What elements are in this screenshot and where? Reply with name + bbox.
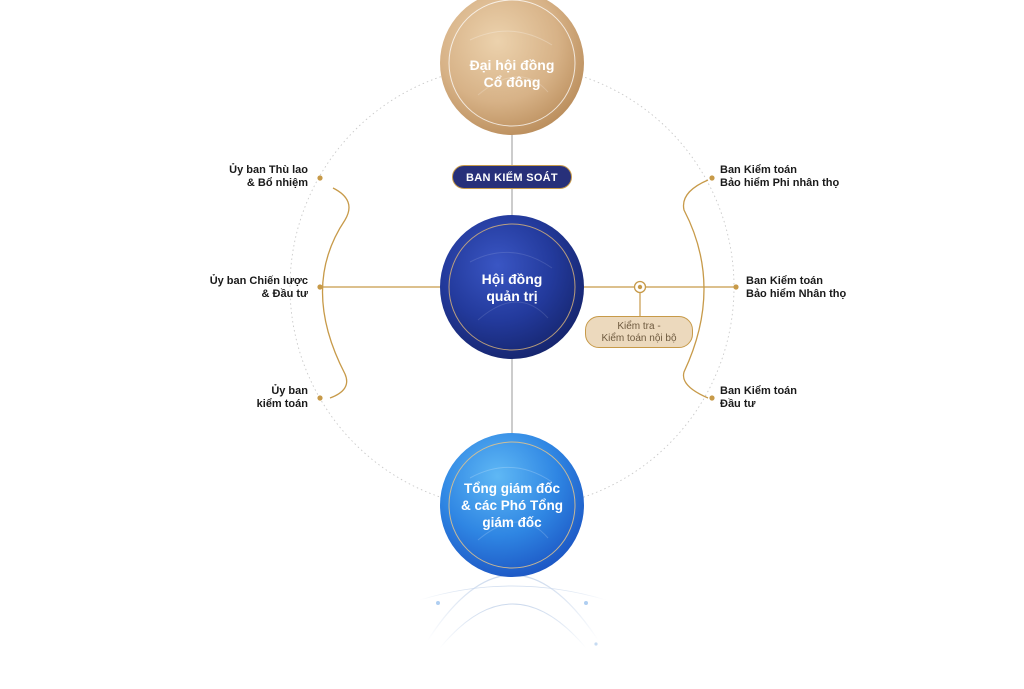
left-dot-3 [317,395,323,401]
audit-junction-inner [637,284,643,290]
shareholders-label: Đại hội đồng Cổ đông [469,57,555,90]
node-board [440,215,584,359]
left-committee-2: Ủy ban Chiến lược & Đầu tư [209,275,308,300]
right-dot-3 [709,395,715,401]
left-bracket [321,187,350,399]
internal-audit-pill: Kiểm tra - Kiểm toán nội bộ [585,316,693,348]
board-label: Hội đồng quản trị [481,271,543,304]
right-dot-1 [709,175,715,181]
node-ceo [440,433,584,577]
left-committee-3: Ủy ban kiểm toán [256,385,308,410]
ceo-label: Tổng giám đốc & các Phó Tổng giám đốc [460,481,563,530]
right-dot-2 [733,284,739,290]
left-dot-1 [317,175,323,181]
right-bracket [682,179,709,399]
right-committee-2: Ban Kiểm toán Bảo hiểm Nhân thọ [746,275,847,300]
globe-reflection [419,574,607,649]
right-committee-3: Ban Kiểm toán Đầu tư [720,385,798,410]
right-committee-1: Ban Kiểm toán Bảo hiểm Phi nhân thọ [720,164,840,189]
supervisory-board-pill: BAN KIỂM SOÁT [452,165,572,189]
node-shareholders [440,0,584,135]
left-committee-1: Ủy ban Thù lao & Bổ nhiệm [229,164,308,189]
left-dot-2 [317,284,323,290]
